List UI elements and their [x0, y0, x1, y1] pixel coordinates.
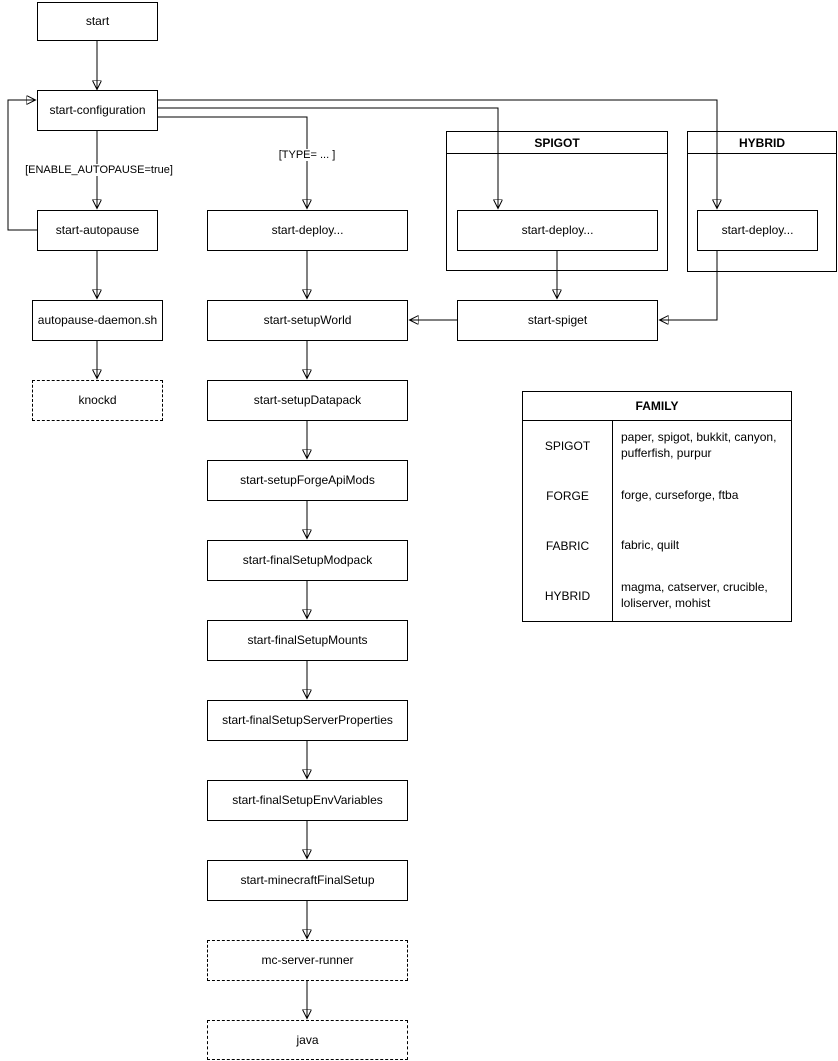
node-start-final-setup-modpack: start-finalSetupModpack: [207, 540, 408, 581]
node-start-setup-world: start-setupWorld: [207, 300, 408, 341]
group-title-hybrid: HYBRID: [688, 132, 836, 154]
group-title-spigot: SPIGOT: [447, 132, 667, 154]
edge-configuration-to-deploy-main: [158, 116, 307, 208]
node-start-spiget: start-spiget: [457, 300, 658, 341]
family-members: magma, catserver, crucible, loliserver, …: [621, 580, 768, 610]
edge-label-enable-autopause: [ENABLE_AUTOPAUSE=true]: [23, 164, 175, 176]
family-name: FORGE: [523, 471, 613, 521]
family-table-row: FORGE forge, curseforge, ftba: [523, 471, 791, 521]
node-start: start: [37, 2, 158, 41]
family-table-row: SPIGOT paper, spigot, bukkit, canyon, pu…: [523, 421, 791, 471]
node-mc-server-runner: mc-server-runner: [207, 940, 408, 981]
family-name: FABRIC: [523, 521, 613, 571]
node-autopause-daemon: autopause-daemon.sh: [32, 300, 163, 341]
node-start-setup-datapack: start-setupDatapack: [207, 380, 408, 421]
node-start-autopause: start-autopause: [37, 210, 158, 251]
node-start-deploy-main: start-deploy...: [207, 210, 408, 251]
node-knockd: knockd: [32, 380, 163, 421]
family-members: paper, spigot, bukkit, canyon, pufferfis…: [621, 430, 777, 460]
family-table: FAMILY SPIGOT paper, spigot, bukkit, can…: [522, 391, 792, 622]
family-name: SPIGOT: [523, 421, 613, 471]
node-start-configuration: start-configuration: [37, 90, 158, 131]
family-table-row: HYBRID magma, catserver, crucible, lolis…: [523, 571, 791, 621]
edge-label-type-condition: [TYPE= ... ]: [276, 149, 338, 161]
node-start-setup-forge-api-mods: start-setupForgeApiMods: [207, 460, 408, 501]
family-members: fabric, quilt: [621, 538, 680, 553]
node-start-deploy-hybrid: start-deploy...: [697, 210, 818, 251]
family-name: HYBRID: [523, 571, 613, 621]
node-start-final-setup-server-properties: start-finalSetupServerProperties: [207, 700, 408, 741]
node-start-final-setup-env-variables: start-finalSetupEnvVariables: [207, 780, 408, 821]
family-table-title: FAMILY: [523, 392, 791, 421]
node-start-deploy-spigot: start-deploy...: [457, 210, 658, 251]
family-table-row: FABRIC fabric, quilt: [523, 521, 791, 571]
node-java: java: [207, 1020, 408, 1060]
node-start-minecraft-final-setup: start-minecraftFinalSetup: [207, 860, 408, 901]
family-members: forge, curseforge, ftba: [621, 488, 739, 503]
node-start-final-setup-mounts: start-finalSetupMounts: [207, 620, 408, 661]
